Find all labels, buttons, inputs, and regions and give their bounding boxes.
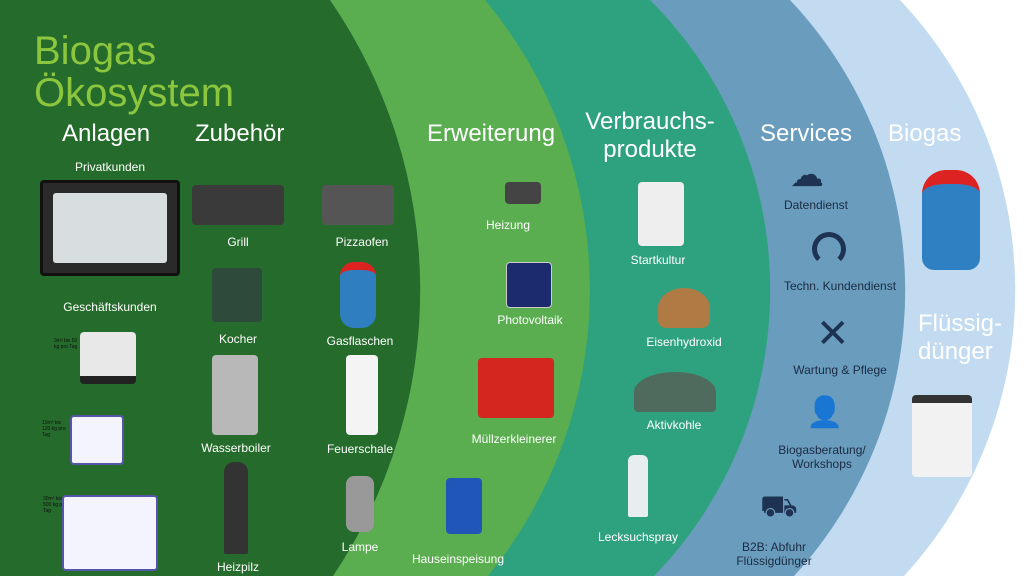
- heading-erweiterung: Erweiterung: [427, 120, 556, 147]
- label-line: Flüssigdünger: [736, 554, 812, 568]
- title-line: Ökosystem: [34, 71, 235, 115]
- label-geschaeftskunden: Geschäftskunden: [63, 300, 157, 314]
- heading-anlagen: Anlagen: [62, 120, 151, 147]
- pizzaofen-image: [322, 185, 394, 225]
- heading-biogas: Biogas: [888, 120, 962, 147]
- kocher-image: [212, 268, 262, 322]
- label-gasflaschen: Gasflaschen: [326, 334, 394, 348]
- heading-line: produkte: [603, 136, 697, 163]
- label-hauseinspeisung: Hauseinspeisung: [411, 552, 505, 566]
- aktivkohle-image: [634, 372, 716, 412]
- startkultur-image: [638, 182, 684, 246]
- heading-services: Services: [760, 120, 853, 147]
- eisenhydroxid-image: [658, 288, 710, 328]
- label-heizpilz: Heizpilz: [216, 560, 259, 574]
- biogas-flasche-image: [922, 170, 980, 270]
- label-eisenhydroxid: Eisenhydroxid: [646, 335, 722, 349]
- gasflasche-image: [340, 262, 376, 328]
- cloud-upload-icon: ☁: [790, 156, 824, 194]
- heading-line: Verbrauchs-: [585, 108, 715, 135]
- label-muellzerkleinerer: Müllzerkleinerer: [471, 432, 557, 446]
- label-photovoltaik: Photovoltaik: [497, 313, 563, 327]
- heading-zubehoer: Zubehör: [195, 120, 285, 147]
- label-line: Biogasberatung/: [778, 443, 866, 457]
- lecksuchspray-image: [628, 455, 648, 517]
- wasserboiler-image: [212, 355, 258, 435]
- photovoltaik-image: [506, 262, 552, 308]
- tools-icon: ✕: [816, 312, 850, 356]
- headset-icon: [812, 232, 846, 266]
- title-line: Biogas: [34, 29, 157, 73]
- feuerschale-image: [346, 355, 378, 435]
- label-aktivkohle: Aktivkohle: [646, 418, 702, 432]
- label-kocher: Kocher: [218, 332, 258, 346]
- label-grill: Grill: [227, 235, 249, 249]
- label-wasserboiler: Wasserboiler: [201, 441, 271, 455]
- label-line: B2B: Abfuhr: [741, 540, 807, 554]
- heading-line: dünger: [918, 338, 993, 365]
- heading-duenger: Flüssig-dünger: [918, 310, 1002, 366]
- label-startkultur: Startkultur: [630, 253, 686, 267]
- label-wartung: Wartung & Pflege: [793, 363, 887, 377]
- label-privatkunden: Privatkunden: [74, 160, 146, 174]
- container-large-image: [62, 495, 158, 571]
- hand-truck-icon: ⛟: [760, 490, 798, 523]
- spec-small: 3m³ bis 50 kg pro Tag: [54, 338, 78, 350]
- lampe-image: [346, 476, 374, 532]
- heizung-image: [505, 182, 541, 204]
- label-lecksuchspray: Lecksuchspray: [597, 530, 679, 544]
- ibc-tank-image: [80, 332, 136, 384]
- container-small-image: [70, 415, 124, 465]
- privat-anlage-image: [40, 180, 180, 276]
- label-pizzaofen: Pizzaofen: [335, 235, 389, 249]
- kanister-image: [912, 395, 972, 477]
- label-beratung: Biogasberatung/Workshops: [752, 443, 892, 471]
- label-lampe: Lampe: [341, 540, 379, 554]
- label-heizung: Heizung: [485, 218, 531, 232]
- hauseinspeisung-image: [446, 478, 482, 534]
- heading-verbrauch: Verbrauchs-produkte: [580, 108, 720, 164]
- spec-large: 30m³ bis 500 kg pro Tag: [43, 496, 67, 514]
- consultant-icon: 👤: [806, 396, 844, 429]
- label-kundendienst: Techn. Kundendienst: [783, 279, 897, 293]
- heizpilz-image: [224, 462, 248, 554]
- label-datendienst: Datendienst: [783, 198, 849, 212]
- spec-medium: 10m³ bis 120 kg pro Tag: [42, 420, 66, 438]
- muellzerkleinerer-image: [478, 358, 554, 418]
- label-line: Workshops: [792, 457, 852, 471]
- grill-image: [192, 185, 284, 225]
- heading-line: Flüssig-: [918, 310, 1003, 337]
- label-feuerschale: Feuerschale: [326, 442, 394, 456]
